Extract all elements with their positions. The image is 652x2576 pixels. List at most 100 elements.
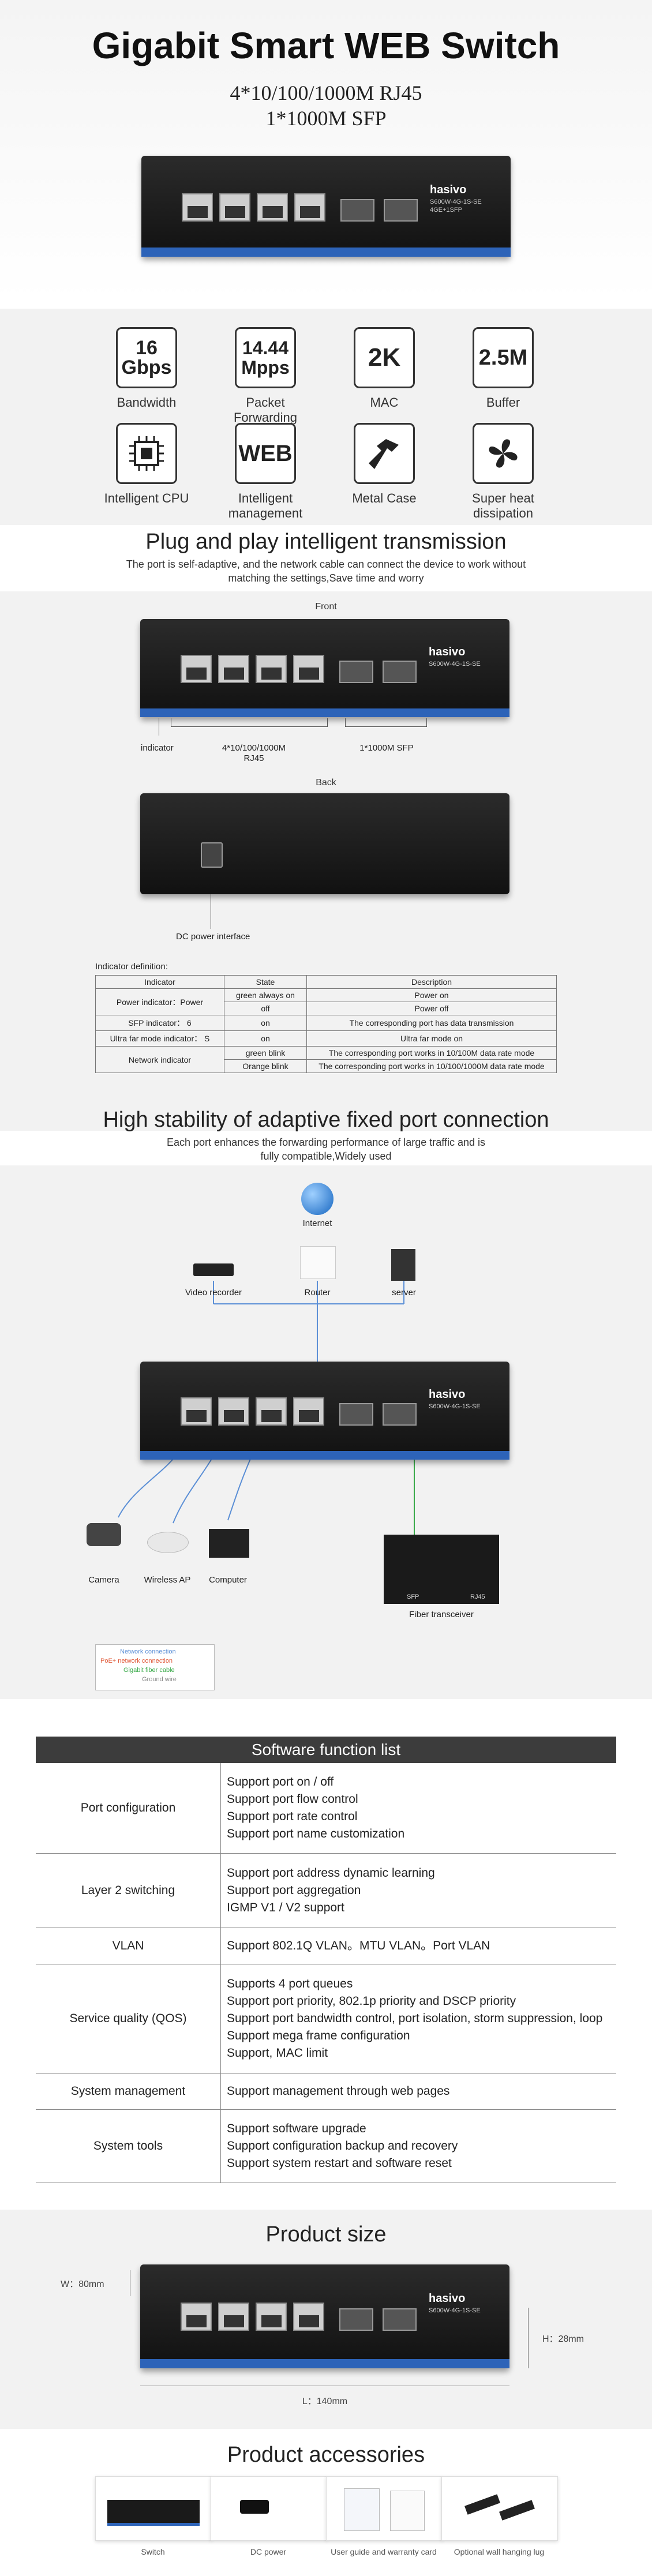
legend-item: Ground wire bbox=[142, 1676, 177, 1683]
sfp-port bbox=[383, 1403, 417, 1426]
model-label: S600W-4G-1S-SE bbox=[430, 198, 482, 205]
rj45-port bbox=[256, 2303, 287, 2331]
video-recorder-label: Video recorder bbox=[185, 1288, 242, 1298]
bracket-sfp bbox=[345, 718, 427, 727]
sfp-tag: SFP bbox=[407, 1593, 419, 1600]
fiber-transceiver-icon: SFP RJ45 bbox=[384, 1535, 499, 1604]
table-row: Ultra far mode indicator： S on Ultra far… bbox=[95, 1030, 557, 1047]
rj45-port bbox=[293, 1397, 324, 1426]
server-label: server bbox=[392, 1288, 416, 1298]
feature-label: Metal Case bbox=[352, 491, 417, 505]
sfp-label: 1*1000M SFP bbox=[359, 743, 414, 753]
rj45-port bbox=[294, 193, 325, 222]
brand-logo: hasivo bbox=[429, 1388, 466, 1401]
brand-logo: hasivo bbox=[430, 183, 467, 196]
rj45-port bbox=[257, 193, 288, 222]
rj45-port bbox=[218, 1397, 249, 1426]
feature-metal-case: Metal Case bbox=[332, 423, 436, 506]
rj45-port bbox=[218, 655, 249, 683]
front-label: Front bbox=[315, 602, 337, 612]
switch-front-image: hasivo S600W-4G-1S-SE bbox=[140, 619, 509, 717]
sfp-port bbox=[339, 661, 373, 683]
port-strip bbox=[140, 708, 509, 717]
cpu-icon bbox=[116, 423, 177, 484]
feature-label: Buffer bbox=[486, 395, 520, 410]
accessory-label: User guide and warranty card bbox=[331, 2547, 437, 2556]
power-adapter-thumb bbox=[240, 2500, 269, 2514]
camera-label: Camera bbox=[88, 1575, 119, 1585]
port-strip bbox=[140, 1450, 509, 1460]
indicator-label: indicator bbox=[141, 743, 174, 753]
accessory-dc-power bbox=[211, 2476, 327, 2541]
feature-label: Intelligent management bbox=[228, 491, 303, 520]
hero-line1: 4*10/100/1000M RJ45 bbox=[230, 81, 422, 104]
sfp-port bbox=[339, 2308, 373, 2331]
dc-port bbox=[201, 842, 223, 868]
sfp-port bbox=[384, 199, 418, 222]
feature-label: Intelligent CPU bbox=[104, 491, 189, 505]
accessory-label: Switch bbox=[141, 2547, 165, 2556]
switch-thumb bbox=[107, 2500, 200, 2526]
back-label: Back bbox=[316, 778, 336, 788]
model-label-2: 4GE+1SFP bbox=[430, 207, 462, 213]
accessories-section: Product accessories Switch DC power User… bbox=[0, 2429, 652, 2576]
plug-title: Plug and play intelligent transmission bbox=[145, 530, 507, 554]
rj45-port bbox=[256, 1397, 287, 1426]
legend-box: Network connection PoE+ network connecti… bbox=[95, 1644, 215, 1690]
switch-topology-image: hasivo S600W-4G-1S-SE bbox=[140, 1362, 509, 1460]
model-label: S600W-4G-1S-SE bbox=[429, 661, 481, 668]
software-title: Software function list bbox=[36, 1737, 616, 1763]
table-row: SFP indicator： 6 on The corresponding po… bbox=[95, 1015, 557, 1031]
feature-label: Super heat dissipation bbox=[472, 491, 534, 520]
front-back-panel: Front hasivo S600W-4G-1S-SE indicator 4*… bbox=[0, 591, 652, 1131]
brand-logo: hasivo bbox=[429, 646, 466, 658]
fan-icon bbox=[473, 423, 534, 484]
stability-subtitle-1: Each port enhances the forwarding perfor… bbox=[167, 1137, 485, 1148]
width-label: W：80mm bbox=[61, 2279, 104, 2289]
legend-item: PoE+ network connection bbox=[100, 1658, 173, 1664]
switch-back-image bbox=[140, 793, 509, 894]
legend-item: Network connection bbox=[120, 1648, 176, 1655]
lug-thumb bbox=[499, 2500, 535, 2521]
router-label: Router bbox=[304, 1288, 331, 1298]
feature-cpu: Intelligent CPU bbox=[95, 423, 198, 506]
port-strip bbox=[141, 248, 511, 257]
router-icon bbox=[300, 1246, 336, 1279]
fiber-transceiver-label: Fiber transceiver bbox=[409, 1610, 474, 1619]
height-label: H：28mm bbox=[542, 2334, 584, 2344]
plug-subtitle-2: matching the settings,Save time and worr… bbox=[228, 572, 424, 584]
rj45-port bbox=[181, 2303, 212, 2331]
size-title: Product size bbox=[265, 2222, 387, 2247]
internet-globe-icon bbox=[301, 1183, 334, 1215]
table-row: Service quality (QOS)Supports 4 port que… bbox=[36, 1964, 616, 2073]
feature-badge: 2.5M bbox=[473, 327, 534, 388]
model-label: S600W-4G-1S-SE bbox=[429, 2307, 481, 2314]
rj45-port bbox=[182, 193, 213, 222]
accessory-lug bbox=[441, 2476, 558, 2541]
sfp-port bbox=[340, 199, 374, 222]
indicator-table: Indicator State Description Power indica… bbox=[95, 975, 557, 1073]
legend-item: Gigabit fiber cable bbox=[123, 1667, 175, 1674]
sfp-port bbox=[383, 2308, 417, 2331]
feature-label: Bandwidth bbox=[117, 395, 177, 410]
rj45-port bbox=[181, 1397, 212, 1426]
indicator-definition-label: Indicator definition: bbox=[95, 962, 168, 972]
internet-label: Internet bbox=[302, 1218, 332, 1228]
topology-panel: Internet Video recorder Router server ha… bbox=[0, 1165, 652, 1699]
rj45-port bbox=[219, 193, 250, 222]
stability-subtitle-2: fully compatible,Widely used bbox=[260, 1150, 392, 1162]
computer-icon bbox=[209, 1529, 249, 1558]
port-strip bbox=[140, 2358, 509, 2368]
accessory-label: DC power bbox=[250, 2547, 287, 2556]
rj45-port bbox=[256, 655, 287, 683]
length-label: L：140mm bbox=[302, 2397, 348, 2406]
feature-label: MAC bbox=[370, 395, 399, 410]
accessory-label: Optional wall hanging lug bbox=[454, 2547, 545, 2556]
table-row: off Power off bbox=[96, 1002, 557, 1015]
rj45-port bbox=[293, 2303, 324, 2331]
